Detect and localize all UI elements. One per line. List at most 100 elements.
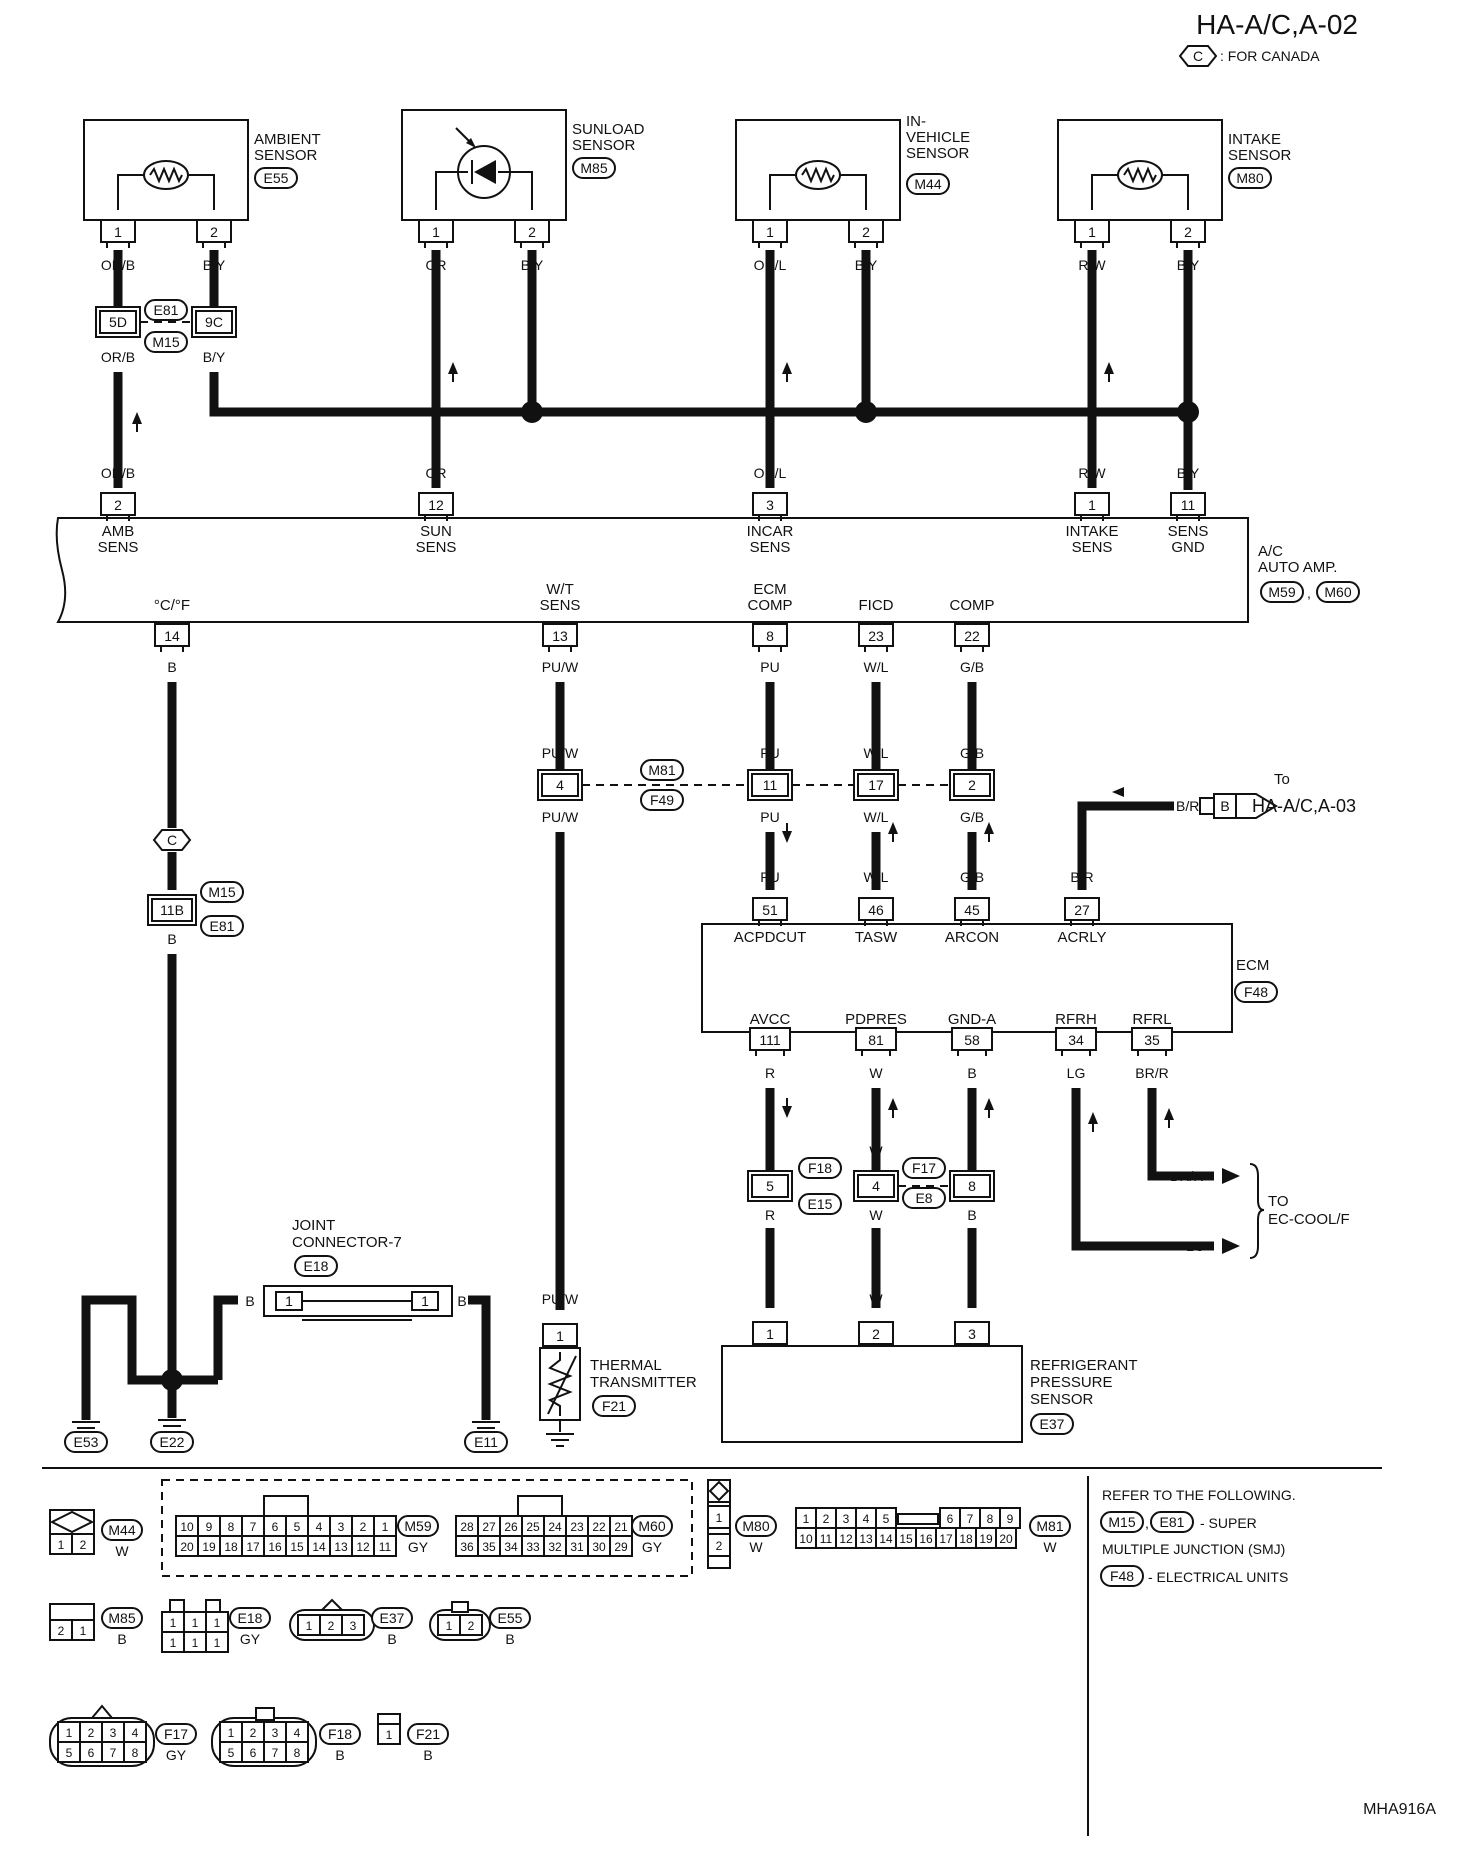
face-m81-bottom-cell: [995, 1527, 1017, 1549]
face-m81-bottom-pin-label: 12: [839, 1532, 853, 1546]
flow-arrow-comp-head: [984, 822, 994, 834]
ground-code-e53-code: E53: [74, 1434, 99, 1450]
auto-amp-bottom-wire-2: PU: [760, 659, 779, 675]
mid-junction-code-1: F49: [640, 789, 684, 811]
refer-code-f48: F48: [1100, 1565, 1144, 1587]
sensor-2-thermistor-icon-zigzag: [801, 166, 835, 184]
auto-amp-top-label-2-1: SENS: [750, 539, 791, 556]
thermal-variable-slash: [547, 1355, 577, 1415]
ecm-top-pin-2-number: 45: [964, 902, 980, 918]
face-m81-top-left-pin-label: 2: [823, 1512, 830, 1526]
joint-connector-code-code: E18: [304, 1258, 329, 1274]
ambient-junction-code-0-outline: [144, 299, 188, 321]
refrigerant-pin-0-number: 1: [766, 1326, 774, 1342]
low-junction-wire-below-1: W: [869, 1207, 883, 1223]
thermal-wire: PU/W: [542, 1291, 579, 1307]
auto-amp-top-pin-3-frame: [1074, 492, 1110, 516]
ecm-bottom-wire-1: W: [869, 1065, 883, 1081]
flow-arrow-comp: [984, 822, 994, 842]
face-f18-code: F18: [319, 1723, 361, 1745]
joint-connector-wire-right: B: [457, 1293, 466, 1309]
ambient-junction-pin-0-number: 5D: [109, 314, 127, 330]
face-m60-pin-label: 31: [570, 1540, 584, 1554]
sensor-1-name-0: SUNLOAD: [572, 121, 645, 138]
sensor-1-pin-1-number: 2: [528, 224, 536, 240]
face-m44-hood: [49, 1509, 95, 1535]
auto-amp-bottom-pin-4-frame: [954, 623, 990, 647]
face-m44-pin-label: 2: [80, 1538, 87, 1552]
sensor-1-light-arrow: [466, 138, 476, 148]
face-f18-pin-label: 2: [250, 1726, 257, 1740]
face-e37-pin-label: 2: [328, 1619, 335, 1633]
sensor-2-connector-code-code: M44: [914, 176, 941, 192]
face-m59-pin-label: 19: [202, 1540, 216, 1554]
canada-branch-wire-below: B: [167, 931, 176, 947]
refer-smj: MULTIPLE JUNCTION (SMJ): [1102, 1541, 1285, 1557]
flow-arrow-pdpres: [888, 1098, 898, 1118]
face-m81-bottom-pin-label: 10: [799, 1532, 813, 1546]
auto-amp-bottom-pin-1-frame: [542, 623, 578, 647]
auto-amp-bottom-pin-2-number: 8: [766, 628, 774, 644]
auto-amp-top-pin-1-frame: [418, 492, 454, 516]
face-m59-key: [263, 1495, 309, 1517]
ecm-bottom-pin-3-number: 34: [1068, 1032, 1084, 1048]
face-m59-pin-label: 12: [356, 1540, 370, 1554]
thermal-pin-frame: [542, 1323, 578, 1347]
sensor-2-name-2: SENSOR: [906, 145, 970, 162]
canada-branch-code-0-outline: [200, 881, 244, 903]
ground-symbol-e22: [158, 1419, 186, 1433]
ground-code-e53: E53: [64, 1431, 108, 1453]
face-m60-pin-label: 32: [548, 1540, 562, 1554]
refrigerant-sensor-code-code: E37: [1040, 1416, 1065, 1432]
auto-amp-body: [55, 517, 1249, 623]
low-junction-code-0-outline: [798, 1157, 842, 1179]
face-m59-pin-label: 10: [180, 1520, 194, 1534]
auto-amp-top-pin-0-frame: [100, 492, 136, 516]
refrigerant-sensor-name-1: PRESSURE: [1030, 1374, 1113, 1391]
sensor-3-pin-0-frame: [1074, 219, 1110, 243]
face-f18-pin-label: 5: [228, 1746, 235, 1760]
splice-intake-gnd: [1177, 401, 1199, 423]
refer-code-m15-code: M15: [1108, 1514, 1135, 1530]
low-junction-code-3-outline: [902, 1187, 946, 1209]
sensor-3-pin-1-number: 2: [1184, 224, 1192, 240]
sensor-3-name-1: SENSOR: [1228, 147, 1292, 164]
face-m60-pin-label: 36: [460, 1540, 474, 1554]
mid-junction-pin-1: 11: [747, 769, 793, 801]
ambient-junction-code-0-code: E81: [154, 302, 179, 318]
ecm-top-pin-0: 51: [752, 897, 788, 926]
flow-arrow-pdpres-head: [888, 1098, 898, 1110]
face-m81-top-right-pin-label: 7: [967, 1512, 974, 1526]
face-m60-color: GY: [642, 1539, 663, 1555]
auto-amp-top-pin-2-frame: [752, 492, 788, 516]
face-m81-bottom-pin-label: 13: [859, 1532, 873, 1546]
sensor-3-lead-right: [1162, 174, 1189, 210]
flow-arrow-gnda-head: [984, 1098, 994, 1110]
ec-cool-arrow-0: [1222, 1168, 1240, 1184]
face-m44-pin-label: 1: [58, 1538, 65, 1552]
mid-junction-wire-above-2: W/L: [864, 745, 889, 761]
sensor-1-pin-0: 1: [418, 219, 454, 248]
auto-amp-top-pin-4-number: 11: [1181, 497, 1196, 513]
low-junction-pin-1: 4: [853, 1170, 899, 1202]
low-junction-wire-above-1: W: [869, 1143, 883, 1159]
ec-cool-bracket: [1249, 1163, 1265, 1259]
sensor-2-connector-code: M44: [906, 173, 950, 195]
face-f18-pin-label: 7: [272, 1746, 279, 1760]
thermal-name-1: TRANSMITTER: [590, 1374, 697, 1391]
face-m60-code-outline: [631, 1515, 673, 1537]
face-m59-code-code: M59: [404, 1518, 431, 1534]
ecm-top-wire-2: G/B: [960, 869, 984, 885]
face-m59-color: GY: [408, 1539, 429, 1555]
face-e55-cell: [459, 1614, 483, 1636]
ecm-bottom-pin-1-number: 81: [868, 1032, 884, 1048]
wire-e22-joint: [213, 1295, 238, 1380]
face-m59-pin-label: 14: [312, 1540, 326, 1554]
mid-junction-pin-0: 4: [537, 769, 583, 801]
mid-junction-wire-above-3: G/B: [960, 745, 984, 761]
auto-amp-bottom-label-1-1: SENS: [540, 597, 581, 614]
low-junction-pin-2-frame: [953, 1174, 991, 1198]
